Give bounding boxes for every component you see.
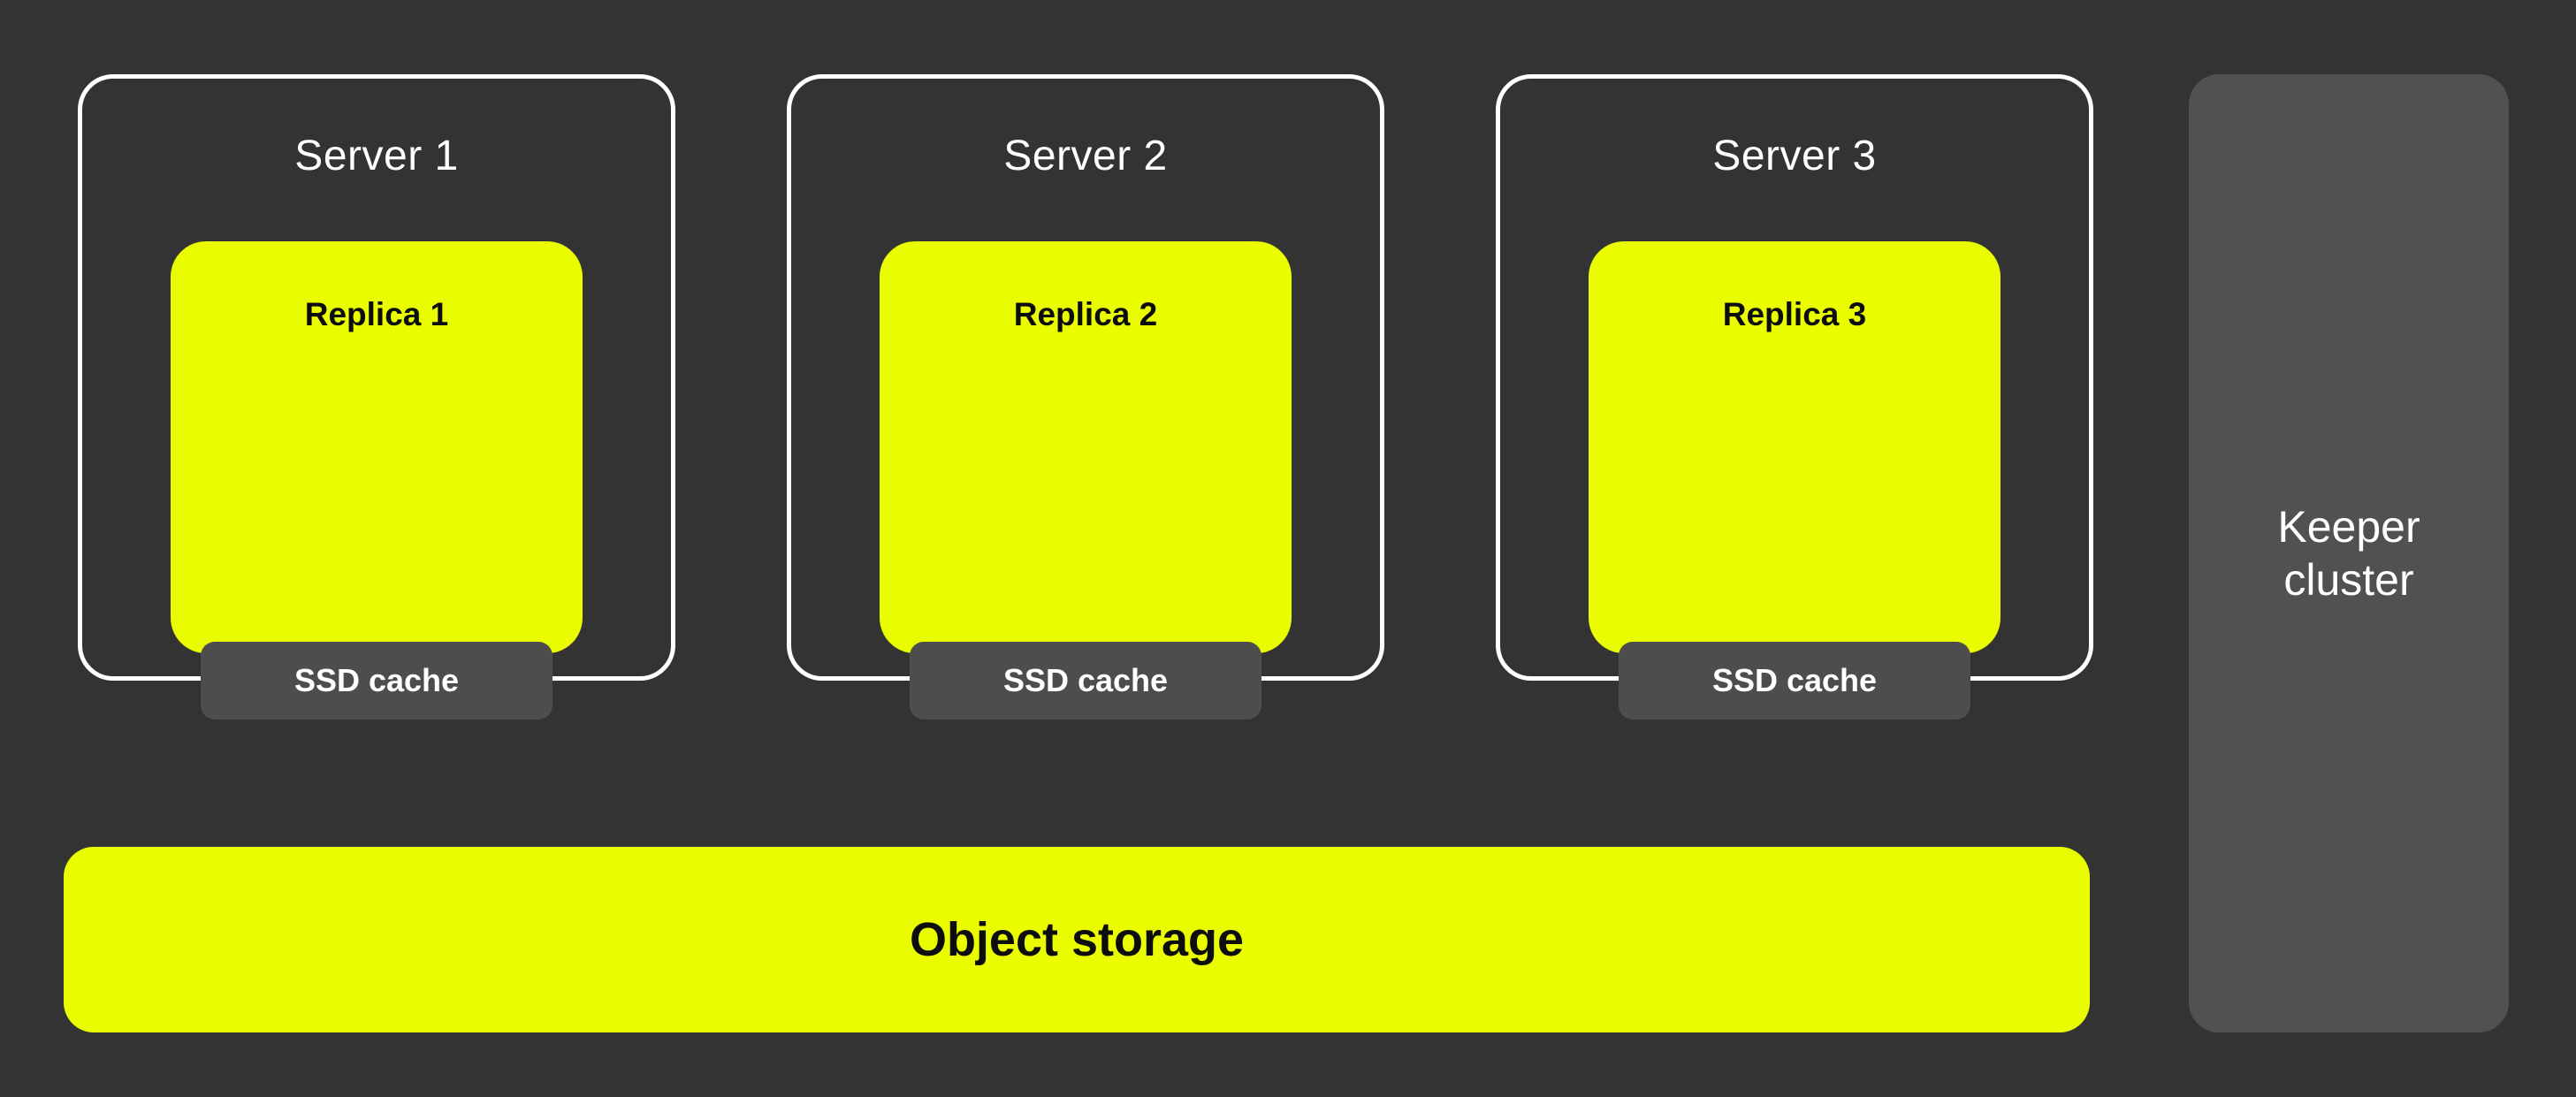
keeper-label-line2: cluster xyxy=(2283,555,2414,605)
replica-2-label: Replica 2 xyxy=(1013,296,1158,332)
keeper-cluster-label: Keeper cluster xyxy=(2277,500,2420,606)
server-2-ssd-cache-badge: SSD cache xyxy=(910,642,1261,720)
server-3-ssd-cache-badge: SSD cache xyxy=(1619,642,1970,720)
server-1-box: Server 1 Replica 1 SSD cache xyxy=(78,74,675,720)
replica-2-box: Replica 2 xyxy=(880,241,1292,653)
server-3-box: Server 3 Replica 3 SSD cache xyxy=(1496,74,2093,720)
server-1-ssd-cache-label: SSD cache xyxy=(293,662,460,698)
object-storage-label: Object storage xyxy=(909,913,1245,966)
server-1-ssd-cache-badge: SSD cache xyxy=(201,642,553,720)
keeper-label-line1: Keeper xyxy=(2277,502,2420,552)
server-1-title: Server 1 xyxy=(294,133,459,179)
keeper-cluster-box: Keeper cluster xyxy=(2189,74,2509,1032)
server-2-ssd-cache-label: SSD cache xyxy=(1002,662,1169,698)
server-2-box: Server 2 Replica 2 SSD cache xyxy=(787,74,1384,720)
replica-3-label: Replica 3 xyxy=(1722,296,1867,332)
replica-1-box: Replica 1 xyxy=(171,241,583,653)
server-3-ssd-cache-label: SSD cache xyxy=(1711,662,1878,698)
server-3-title: Server 3 xyxy=(1712,133,1877,179)
replica-3-box: Replica 3 xyxy=(1589,241,2001,653)
server-2-title: Server 2 xyxy=(1003,133,1168,179)
replica-1-label: Replica 1 xyxy=(304,296,449,332)
object-storage-box: Object storage xyxy=(64,847,2090,1032)
